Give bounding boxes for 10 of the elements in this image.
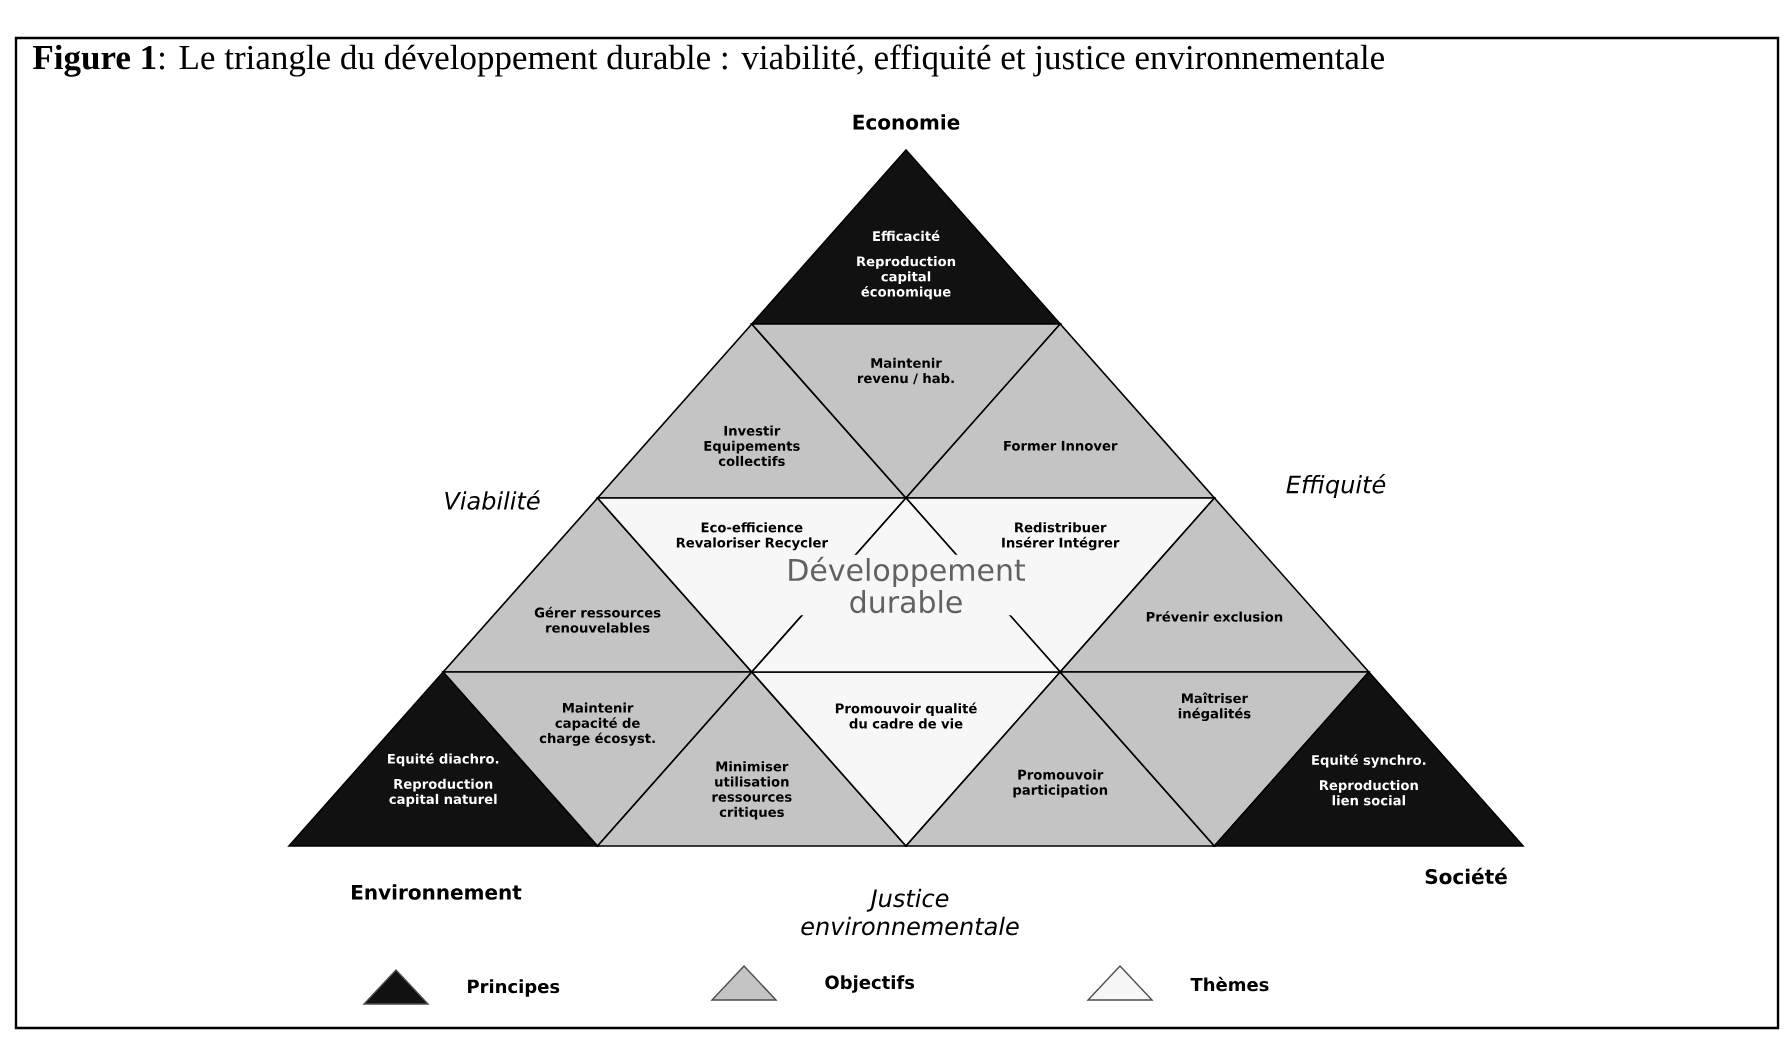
side-label: Viabilité (445, 490, 540, 510)
corner-label: Société (1425, 867, 1507, 885)
side-label: Effiquité (1286, 473, 1386, 499)
figure-title: Figure 1: Le triangle du développement durable : viabilité, effiquité et justice environnementale (33, 44, 1384, 77)
corner-label: Environnement (352, 884, 522, 900)
side-label: Justice environnementale (801, 888, 1019, 936)
legend-label: Thèmes (1190, 976, 1269, 992)
legend-label: Objectifs (825, 975, 915, 993)
corner-label: Economie (853, 114, 960, 130)
legend-label: Principes (468, 979, 560, 997)
